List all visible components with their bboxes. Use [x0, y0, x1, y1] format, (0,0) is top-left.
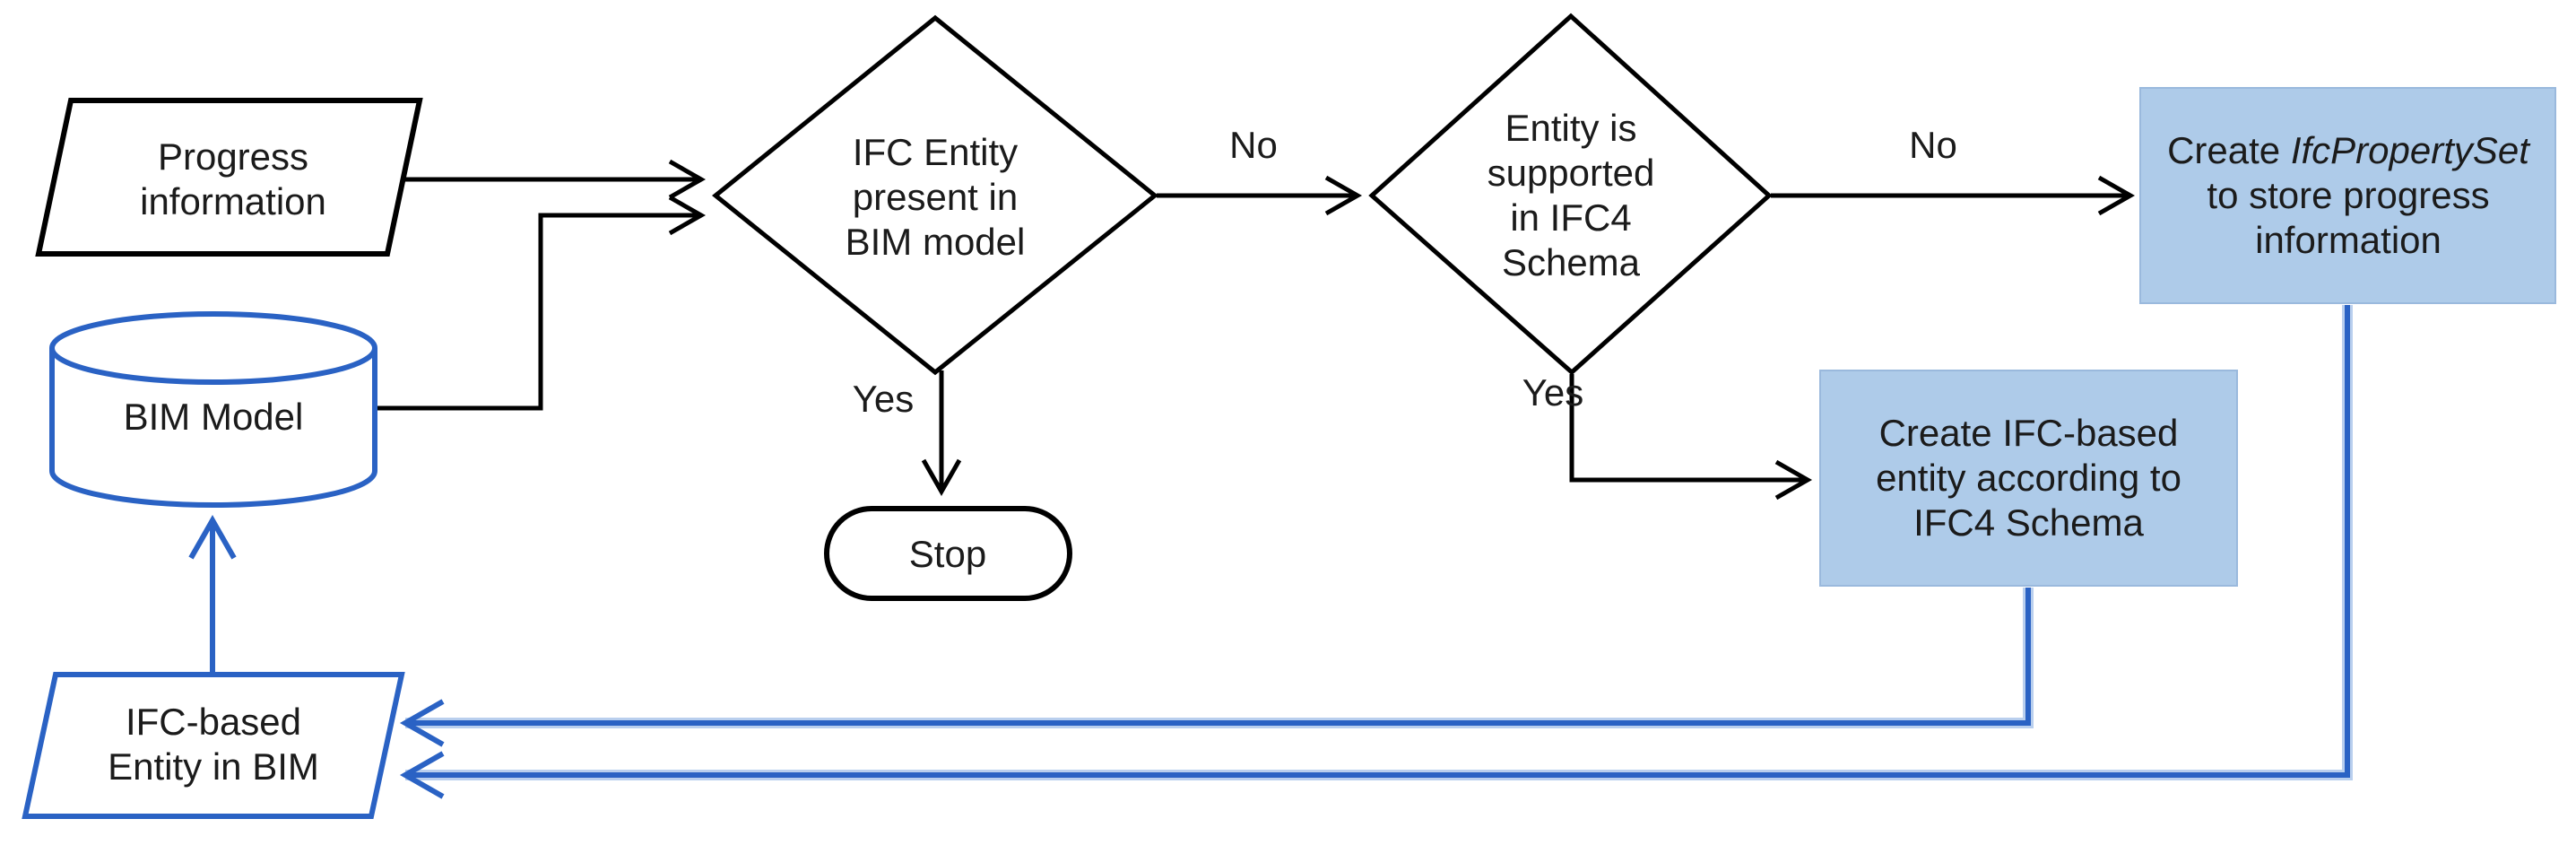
progress-information-label: Progress information — [140, 135, 326, 222]
ifc-entity-in-bim-parallelogram — [22, 672, 405, 819]
create-ifc-entity-label: Create IFC-based entity according to IFC… — [1876, 412, 2181, 544]
create-property-set-label: Create IfcPropertySet to store progress … — [2167, 129, 2529, 261]
edge-create-pset-to-bim-entity — [399, 305, 2350, 799]
progress-information-parallelogram — [35, 98, 423, 257]
decision2-label: Entity is supported in IFC4 Schema — [1487, 107, 1655, 283]
bim-model-label: BIM Model — [123, 396, 304, 438]
bim-model-cylinder-rim — [49, 347, 377, 385]
decision1-no-label: No — [1229, 124, 1278, 166]
decision2-yes-label: Yes — [1522, 371, 1584, 414]
stop-terminator — [824, 506, 1072, 601]
create-ifc-entity-box — [1819, 370, 2238, 587]
edge-decision2-yes-to-create-entity — [1569, 374, 1813, 501]
ifc-entity-in-bim-label: IFC-based Entity in BIM — [108, 701, 319, 788]
decision1-label: IFC Entity present in BIM model — [845, 131, 1026, 263]
decision1-yes-label: Yes — [852, 378, 915, 420]
edge-bim-model-to-decision1 — [375, 195, 707, 411]
stop-label: Stop — [908, 533, 987, 575]
edge-create-entity-to-bim-entity — [399, 588, 2031, 747]
decision2-no-label: No — [1909, 124, 1957, 166]
bim-model-cylinder — [49, 311, 377, 508]
edge-create-entity-to-bim-entity-halo — [405, 588, 2034, 728]
create-property-set-box — [2139, 87, 2556, 304]
decision1-diamond — [712, 14, 1158, 376]
decision2-diamond — [1368, 13, 1773, 376]
